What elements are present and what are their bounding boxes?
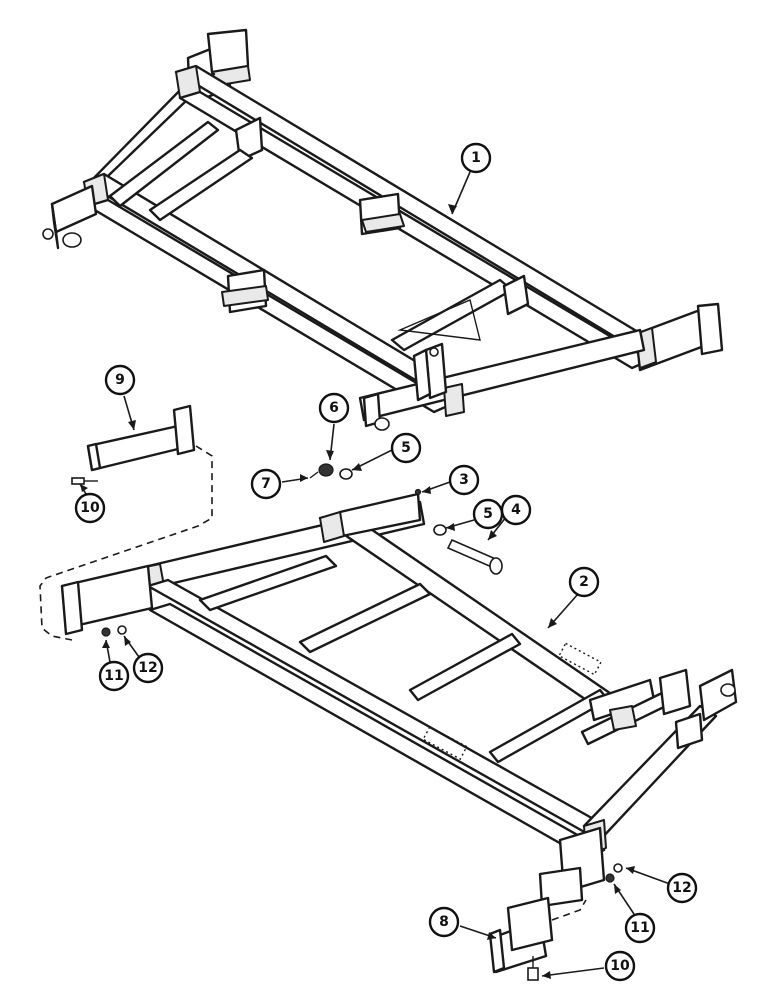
grease-fitting-3: [414, 488, 422, 496]
svg-text:12: 12: [672, 880, 691, 896]
callout-1: 1: [460, 142, 492, 174]
svg-text:7: 7: [261, 476, 271, 492]
callout-3: 3: [448, 464, 480, 496]
bolt-10-lower: [527, 956, 539, 981]
callout-4: 4: [500, 494, 532, 526]
cotter-pin-7: [309, 471, 319, 479]
svg-text:1: 1: [471, 150, 481, 166]
svg-text:10: 10: [610, 958, 630, 974]
svg-text:11: 11: [630, 920, 649, 936]
svg-text:10: 10: [80, 500, 100, 516]
callout-7: 7: [250, 468, 282, 500]
svg-text:12: 12: [138, 660, 157, 676]
callout-8: 8: [428, 906, 460, 938]
lower-frame: [60, 492, 738, 908]
svg-text:5: 5: [401, 440, 411, 456]
nut-11-right: [605, 873, 615, 883]
nut-6: [318, 463, 334, 477]
svg-text:11: 11: [104, 668, 123, 684]
callout-10-lower: 10: [604, 950, 636, 982]
extension-tube-9: [86, 404, 196, 472]
pin-4: [446, 538, 503, 575]
assembly-path-9: [39, 445, 213, 641]
leader-lines: [79, 171, 671, 979]
washer-12-left: [117, 625, 127, 635]
callout-2: 2: [568, 566, 600, 598]
washer-12-right: [613, 863, 623, 873]
callout-11-right: 11: [624, 912, 656, 944]
callout-5-upper: 5: [390, 432, 422, 464]
svg-text:2: 2: [579, 574, 589, 590]
callout-5-lower: 5: [472, 498, 504, 530]
callout-12-right: 12: [666, 872, 698, 904]
assembly-path-8: [551, 899, 587, 921]
washer-5-upper: [339, 468, 353, 480]
washer-5-lower: [433, 524, 447, 536]
svg-text:9: 9: [115, 372, 125, 388]
extension-tube-8: [488, 896, 554, 974]
callout-6: 6: [318, 392, 350, 424]
svg-text:4: 4: [511, 502, 521, 518]
callout-10-upper: 10: [74, 492, 106, 524]
callout-11-left: 11: [98, 660, 130, 692]
callout-9: 9: [104, 364, 136, 396]
svg-text:8: 8: [439, 914, 449, 930]
callout-12-left: 12: [132, 652, 164, 684]
bolt-10-upper: [71, 477, 98, 485]
svg-text:5: 5: [483, 506, 493, 522]
svg-text:3: 3: [459, 472, 469, 488]
svg-text:6: 6: [329, 400, 339, 416]
nut-11-left: [101, 627, 111, 637]
upper-frame: [42, 28, 724, 431]
